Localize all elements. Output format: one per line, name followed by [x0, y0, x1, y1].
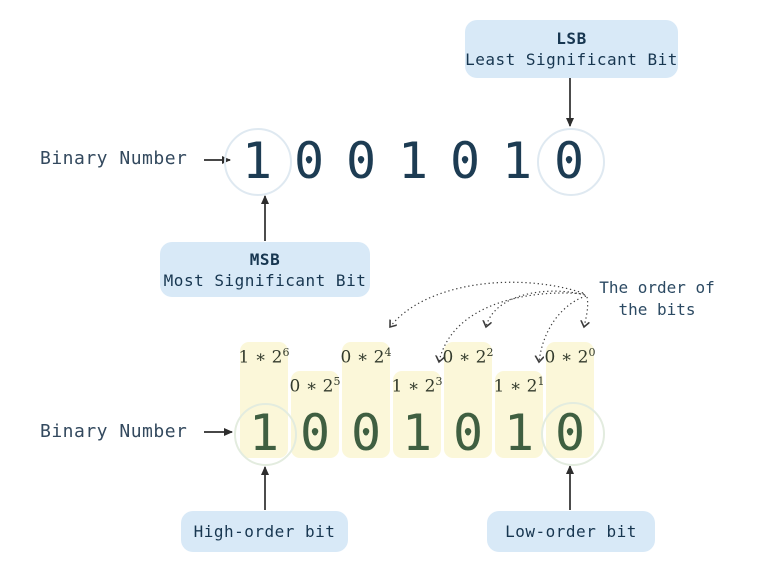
power-prefix: 0 ∗ 2 — [442, 347, 487, 368]
top-bit: 1 — [397, 132, 429, 190]
power-label: 0 ∗ 24 — [334, 346, 398, 368]
power-prefix: 0 ∗ 2 — [340, 347, 385, 368]
power-prefix: 0 ∗ 2 — [544, 347, 589, 368]
lsb-abbr: LSB — [556, 29, 587, 48]
place-value-column — [495, 371, 543, 458]
top-bit: 0 — [439, 134, 491, 188]
top-bit: 0 — [543, 134, 595, 188]
dotted-arrow-2pow2 — [486, 290, 586, 327]
lsb-callout: LSB Least Significant Bit — [465, 20, 678, 78]
dotted-arrow-2pow0 — [584, 296, 588, 327]
low-order-highlight-circle — [541, 402, 605, 466]
power-label: 0 ∗ 20 — [538, 346, 602, 368]
power-exp: 5 — [333, 375, 341, 388]
power-label: 1 ∗ 26 — [232, 346, 296, 368]
place-value-column — [393, 371, 441, 458]
power-label: 0 ∗ 25 — [283, 375, 347, 397]
power-exp: 2 — [486, 346, 494, 359]
power-label: 0 ∗ 22 — [436, 346, 500, 368]
binary-number-label-bottom: Binary Number — [40, 421, 188, 442]
bottom-bit: 0 — [289, 406, 341, 460]
bottom-bit: 0 — [340, 406, 392, 460]
power-exp: 3 — [435, 375, 443, 388]
top-bit: 0 — [283, 134, 335, 188]
power-exp: 6 — [282, 346, 290, 359]
power-exp: 4 — [384, 346, 392, 359]
order-of-bits-note: The order of the bits — [592, 277, 722, 321]
msb-abbr: MSB — [249, 249, 281, 269]
order-note-line1: The order of — [599, 278, 715, 297]
power-exp: 1 — [537, 375, 545, 388]
dotted-arrow-2pow4 — [390, 281, 584, 327]
power-exp: 0 — [588, 346, 596, 359]
high-order-bit-callout: High-order bit — [181, 511, 348, 552]
power-prefix: 0 ∗ 2 — [289, 376, 334, 397]
bottom-bit: 1 — [401, 404, 433, 462]
msb-callout: MSB Most Significant Bit — [160, 242, 370, 297]
power-prefix: 1 ∗ 2 — [238, 347, 283, 368]
binary-number-label-top: Binary Number — [40, 148, 188, 169]
power-label: 1 ∗ 21 — [487, 375, 551, 397]
lsb-highlight-circle — [537, 128, 605, 196]
order-note-line2: the bits — [618, 300, 696, 319]
top-bit: 1 — [501, 132, 533, 190]
lsb-full: Least Significant Bit — [465, 50, 678, 69]
power-prefix: 1 ∗ 2 — [493, 376, 538, 397]
msb-full: Most Significant Bit — [163, 270, 367, 290]
low-order-bit-callout: Low-order bit — [487, 511, 655, 552]
top-bit: 0 — [335, 134, 387, 188]
top-bit: 1 — [241, 132, 273, 190]
power-label: 1 ∗ 23 — [385, 375, 449, 397]
low-order-label: Low-order bit — [505, 522, 637, 541]
high-order-highlight-circle — [234, 403, 297, 466]
bottom-bit: 1 — [503, 404, 535, 462]
power-prefix: 1 ∗ 2 — [391, 376, 436, 397]
bottom-bit: 0 — [442, 406, 494, 460]
high-order-label: High-order bit — [193, 522, 336, 541]
